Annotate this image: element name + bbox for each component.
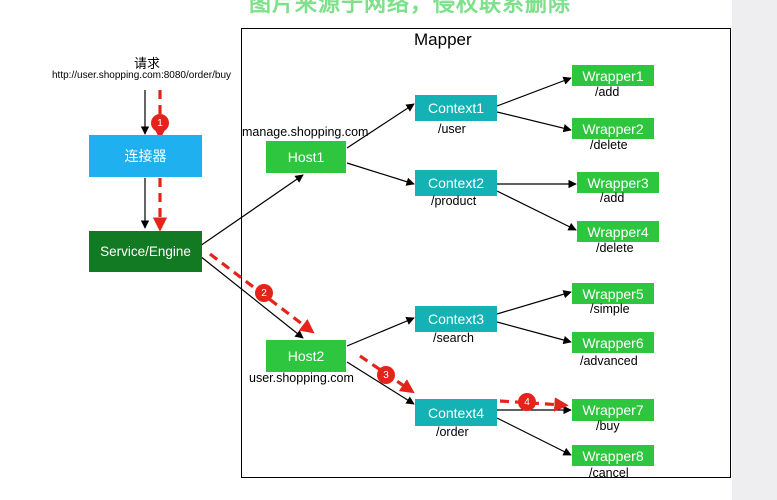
step-badge-1: 1 xyxy=(151,114,169,132)
watermark-title: 图片来源于网络，侵权联系删除 xyxy=(248,0,571,16)
wrapper2-node: Wrapper2 xyxy=(572,118,654,139)
edge-context1-wrapper2 xyxy=(496,111,572,133)
wrapper3-node: Wrapper3 xyxy=(577,172,659,193)
wrapper1-label: Wrapper1 xyxy=(582,67,644,84)
edge-host1-context2 xyxy=(346,162,415,186)
wrapper1-path: /add xyxy=(595,85,620,99)
host2-label: Host2 xyxy=(287,348,325,364)
context1-label: Context1 xyxy=(427,100,485,116)
wrapper8-path: /cancel xyxy=(589,466,629,480)
request-url: http://user.shopping.com:8080/order/buy xyxy=(52,70,232,81)
edge-context2-wrapper4 xyxy=(496,190,577,231)
context2-path: /product xyxy=(431,194,477,208)
wrapper7-label: Wrapper7 xyxy=(582,402,644,418)
connector-label: 连接器 xyxy=(124,148,167,164)
mapper-title: Mapper xyxy=(414,30,472,49)
edge-context4-wrapper8 xyxy=(496,417,572,456)
wrapper3-label: Wrapper3 xyxy=(587,174,649,191)
host1-node: Host1 xyxy=(266,141,346,173)
wrapper7-path: /buy xyxy=(596,419,620,433)
wrapper6-path: /advanced xyxy=(580,354,638,368)
edge-host2-context3 xyxy=(346,317,415,347)
wrapper8-node: Wrapper8 xyxy=(572,445,654,466)
step-badge-3: 3 xyxy=(377,366,395,384)
wrapper6-label: Wrapper6 xyxy=(582,334,644,351)
context3-path: /search xyxy=(433,331,474,345)
host2-node: Host2 xyxy=(266,340,346,372)
wrapper1-node: Wrapper1 xyxy=(572,65,654,86)
context3-label: Context3 xyxy=(427,311,485,327)
right-side-panel xyxy=(732,0,777,500)
step-badge-4: 4 xyxy=(518,393,536,411)
connector-node: 连接器 xyxy=(89,135,202,177)
edge-host1-context1 xyxy=(346,103,415,149)
wrapper8-label: Wrapper8 xyxy=(582,447,644,464)
wrapper5-node: Wrapper5 xyxy=(572,283,654,304)
context4-path: /order xyxy=(436,425,469,439)
engine-label: Service/Engine xyxy=(100,244,191,259)
edge-context3-wrapper6 xyxy=(496,321,572,345)
wrapper7-node: Wrapper7 xyxy=(572,399,654,421)
wrapper5-path: /simple xyxy=(590,302,630,316)
wrapper4-label: Wrapper4 xyxy=(587,223,649,240)
wrapper2-path: /delete xyxy=(590,138,628,152)
wrapper5-label: Wrapper5 xyxy=(582,285,644,302)
context2-node: Context2 xyxy=(415,170,497,196)
edge-host2-context4 xyxy=(346,361,415,405)
host1-label: Host1 xyxy=(287,149,325,165)
wrapper6-node: Wrapper6 xyxy=(572,332,654,353)
edge-context3-wrapper5 xyxy=(496,290,572,315)
context2-label: Context2 xyxy=(427,175,485,191)
context1-path: /user xyxy=(438,122,466,136)
wrapper4-node: Wrapper4 xyxy=(577,221,659,242)
request-label: 请求 xyxy=(134,56,161,71)
mapper-container xyxy=(241,28,731,478)
step-badge-2: 2 xyxy=(255,284,273,302)
context3-node: Context3 xyxy=(415,306,497,332)
edge-engine-host2 xyxy=(199,255,304,339)
wrapper4-path: /delete xyxy=(596,241,634,255)
context4-label: Context4 xyxy=(427,404,485,421)
host2-domain: user.shopping.com xyxy=(249,371,354,385)
context1-node: Context1 xyxy=(415,95,497,121)
host1-domain: manage.shopping.com xyxy=(242,125,369,139)
wrapper2-label: Wrapper2 xyxy=(582,120,644,137)
wrapper3-path: /add xyxy=(600,191,625,205)
engine-node: Service/Engine xyxy=(89,231,202,272)
edge-context1-wrapper1 xyxy=(496,76,572,107)
context4-node: Context4 xyxy=(415,399,497,426)
edge-engine-host1 xyxy=(199,174,304,247)
